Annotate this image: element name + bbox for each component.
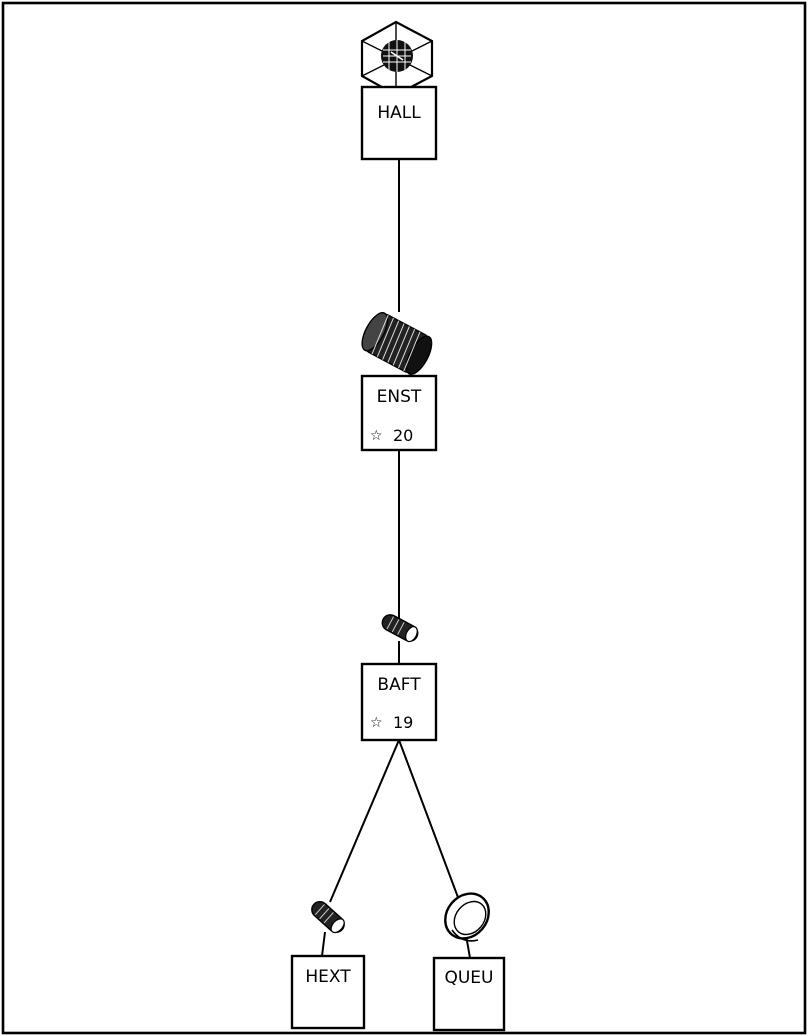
node-box: [290, 954, 366, 1030]
short-rod-icon: [311, 900, 345, 934]
node-label: HEXT: [305, 967, 351, 987]
node-label: BAFT: [377, 675, 421, 695]
node-enst[interactable]: ENST ☆ 20: [357, 309, 438, 452]
node-box: [432, 956, 506, 1032]
ring-icon: [444, 892, 490, 942]
edge-baft-hext: [329, 739, 400, 903]
node-count: 19: [393, 713, 413, 732]
node-label: HALL: [377, 103, 421, 123]
edge-baft-queu: [398, 739, 460, 901]
hexagonal-crystal-icon: [360, 20, 434, 97]
node-queu[interactable]: QUEU: [432, 885, 506, 1032]
node-hext[interactable]: HEXT: [290, 898, 366, 1030]
node-box: [360, 662, 438, 742]
count-star: ☆: [370, 428, 383, 444]
edge-hext-stub: [321, 931, 326, 957]
coil-cylinder-icon: [361, 312, 433, 375]
short-rod-icon: [381, 614, 419, 643]
node-label: ENST: [377, 387, 422, 407]
node-label: QUEU: [444, 968, 493, 988]
node-count: 20: [393, 426, 413, 445]
node-hall[interactable]: HALL: [360, 20, 438, 161]
node-box: [360, 374, 438, 452]
node-baft[interactable]: BAFT ☆ 19: [360, 612, 438, 742]
node-box: [360, 85, 438, 161]
count-star: ☆: [370, 715, 383, 731]
